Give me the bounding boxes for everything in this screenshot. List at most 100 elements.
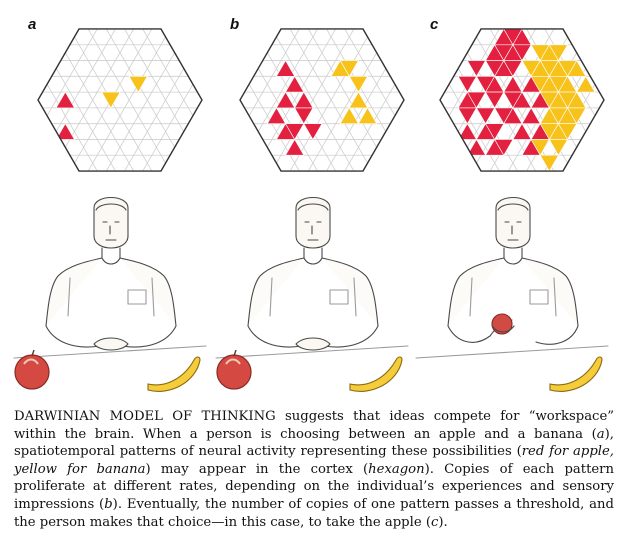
apple-pattern-triangle bbox=[457, 76, 477, 93]
neck bbox=[101, 247, 121, 259]
caption-text: ). Copies of each pattern proliferate at… bbox=[14, 461, 614, 512]
banana-pattern-triangle bbox=[101, 91, 121, 109]
apple-pattern-triangle bbox=[485, 91, 505, 109]
apple-pattern-triangle bbox=[294, 107, 314, 125]
caption-heading: DARWINIAN MODEL OF THINKING bbox=[14, 409, 276, 424]
table-edge bbox=[415, 345, 609, 359]
banana-pattern-triangle bbox=[548, 44, 569, 62]
hair bbox=[497, 203, 529, 211]
clasped-hands bbox=[93, 337, 129, 351]
apple-pattern-triangle bbox=[457, 107, 477, 125]
grid-line bbox=[240, 28, 404, 172]
grid-line bbox=[38, 28, 202, 172]
shirt-pocket bbox=[127, 289, 147, 305]
caption-color-key: red for apple, yellow for banana bbox=[14, 444, 614, 477]
banana-pattern-triangle bbox=[530, 139, 550, 156]
grid-line bbox=[38, 28, 202, 172]
apple-pattern-triangle bbox=[466, 138, 487, 156]
shirt-pocket bbox=[529, 289, 549, 305]
arm-right bbox=[535, 325, 579, 345]
apple-pattern-triangle bbox=[285, 75, 305, 93]
grid-line bbox=[440, 28, 575, 172]
arm-right bbox=[323, 325, 379, 348]
apple-pattern-triangle bbox=[285, 138, 305, 156]
apple bbox=[216, 349, 252, 390]
banana bbox=[147, 356, 201, 392]
head bbox=[295, 196, 331, 249]
grid-line bbox=[251, 28, 404, 172]
torso bbox=[45, 257, 177, 327]
apple-pattern-triangle bbox=[512, 91, 532, 109]
banana-pattern-triangle bbox=[557, 123, 578, 141]
caption-text: ) may appear in the cortex ( bbox=[145, 461, 369, 477]
banana-pattern-triangle bbox=[348, 76, 369, 93]
grid-line bbox=[38, 28, 191, 172]
apple-pattern-triangle bbox=[494, 139, 514, 156]
grid-line bbox=[440, 28, 604, 172]
banana-pattern-triangle bbox=[539, 154, 559, 172]
grid-line bbox=[240, 28, 375, 172]
apple-pattern-triangle bbox=[466, 91, 487, 109]
arm-left bbox=[247, 325, 303, 348]
figure-caption: DARWINIAN MODEL OF THINKING suggests tha… bbox=[14, 408, 614, 531]
clasped-hands bbox=[295, 337, 331, 351]
panel-b: b bbox=[212, 0, 412, 400]
apple bbox=[14, 349, 50, 390]
arm-left bbox=[45, 325, 101, 348]
caption-ref-c: c bbox=[430, 514, 439, 530]
grid-line bbox=[240, 28, 404, 172]
banana-pattern-triangle bbox=[567, 107, 587, 125]
caption-text: ). Eventually, the number of copies of o… bbox=[14, 496, 614, 530]
grid-line bbox=[49, 28, 202, 172]
banana-pattern-triangle bbox=[348, 91, 369, 109]
panel-label: a bbox=[28, 16, 37, 33]
torso bbox=[447, 257, 579, 327]
grid-line bbox=[38, 28, 173, 172]
apple-pattern-triangle bbox=[285, 123, 305, 141]
apple-pattern-triangle bbox=[275, 59, 296, 77]
shirt-pocket bbox=[329, 289, 349, 305]
shirt-folds bbox=[269, 277, 357, 317]
apple-pattern-triangle bbox=[485, 123, 505, 141]
grid-line bbox=[67, 28, 202, 172]
apple-pattern-triangle bbox=[521, 107, 541, 124]
collar bbox=[503, 257, 523, 265]
grid-line bbox=[269, 28, 404, 172]
apple-pattern-triangle bbox=[512, 123, 532, 140]
hexagon-outline bbox=[37, 28, 203, 172]
banana bbox=[549, 356, 603, 392]
torso bbox=[247, 257, 379, 327]
banana bbox=[349, 356, 403, 392]
cortex-hexagon bbox=[239, 28, 405, 172]
panel-label: c bbox=[430, 16, 439, 33]
banana-pattern-triangle bbox=[339, 60, 359, 77]
hair bbox=[95, 203, 127, 211]
panel-label: b bbox=[230, 16, 240, 33]
face bbox=[504, 221, 522, 241]
grid-line bbox=[469, 28, 604, 172]
hexagon-outline bbox=[439, 28, 605, 172]
collar bbox=[101, 257, 121, 265]
caption-ref-b: b bbox=[104, 496, 113, 512]
cortex-hexagon bbox=[37, 28, 203, 172]
table-edge bbox=[215, 345, 409, 359]
apple-pattern-triangle bbox=[503, 107, 523, 124]
grid-line bbox=[240, 28, 404, 172]
caption-text: ), spatiotemporal patterns of neural act… bbox=[14, 426, 614, 460]
neck bbox=[503, 247, 523, 259]
caption-ref-a: a bbox=[596, 426, 605, 442]
person-illustration bbox=[215, 196, 409, 392]
apple-in-hand bbox=[491, 313, 513, 335]
banana-pattern-triangle bbox=[576, 75, 596, 93]
apple-pattern-triangle bbox=[457, 123, 477, 140]
apple-pattern-triangle bbox=[512, 44, 532, 62]
hexagon-outline bbox=[239, 28, 405, 172]
arm-right bbox=[121, 325, 177, 348]
banana-pattern-triangle bbox=[339, 107, 359, 124]
shirt-folds bbox=[469, 277, 557, 317]
banana-pattern-triangle bbox=[128, 76, 148, 93]
person-illustration bbox=[13, 196, 207, 392]
panel-c: c bbox=[412, 0, 612, 400]
apple-pattern-triangle bbox=[303, 123, 323, 141]
grid-line bbox=[38, 28, 202, 172]
